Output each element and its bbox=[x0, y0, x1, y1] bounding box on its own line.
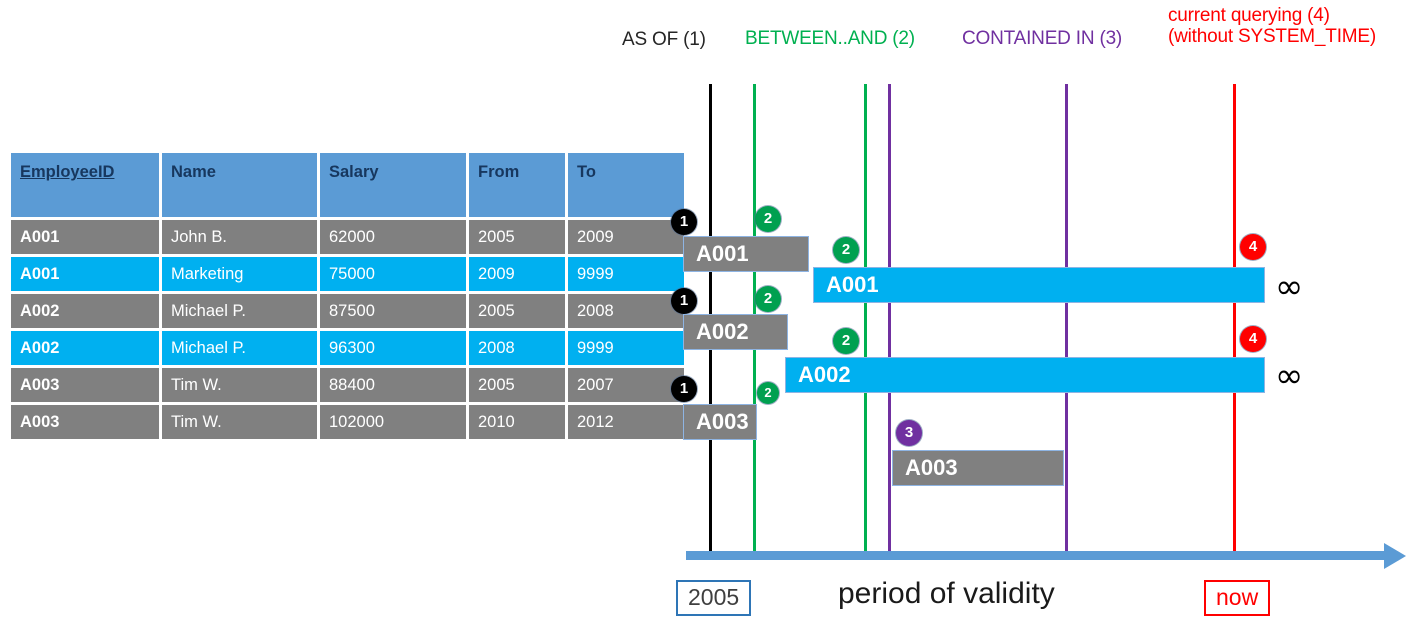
marker-2-a001-current: 2 bbox=[833, 237, 859, 263]
table-row: A001 John B. 62000 2005 2009 bbox=[11, 220, 684, 254]
table-row: A001 Marketing 75000 2009 9999 bbox=[11, 257, 684, 291]
query-line-contained-start bbox=[888, 84, 891, 557]
legend-as-of: AS OF (1) bbox=[622, 29, 706, 50]
cell-employeeid: A003 bbox=[11, 405, 159, 439]
column-header-employeeid: EmployeeID bbox=[11, 153, 159, 217]
cell-name: Michael P. bbox=[162, 294, 317, 328]
cell-from: 2005 bbox=[469, 368, 565, 402]
legend-between-and: BETWEEN..AND (2) bbox=[745, 28, 915, 49]
marker-1-a003: 1 bbox=[671, 376, 697, 402]
query-line-contained-end bbox=[1065, 84, 1068, 557]
marker-2-a002-current: 2 bbox=[833, 328, 859, 354]
timeline-bar-a001-current: A001 bbox=[813, 267, 1265, 303]
infinity-icon-a002: ∞ bbox=[1275, 356, 1304, 396]
cell-from: 2009 bbox=[469, 257, 565, 291]
cell-name: Marketing bbox=[162, 257, 317, 291]
cell-name: John B. bbox=[162, 220, 317, 254]
query-line-now bbox=[1233, 84, 1236, 557]
cell-to: 9999 bbox=[568, 257, 684, 291]
timeline-axis-arrow-icon bbox=[1384, 543, 1406, 569]
cell-name: Michael P. bbox=[162, 331, 317, 365]
cell-employeeid: A002 bbox=[11, 331, 159, 365]
cell-salary: 75000 bbox=[320, 257, 466, 291]
column-header-to: To bbox=[568, 153, 684, 217]
legend-current-querying: current querying (4) (without SYSTEM_TIM… bbox=[1168, 5, 1376, 48]
legend-contained-in: CONTAINED IN (3) bbox=[962, 28, 1123, 49]
cell-salary: 62000 bbox=[320, 220, 466, 254]
table-row: A002 Michael P. 87500 2005 2008 bbox=[11, 294, 684, 328]
marker-1-a001: 1 bbox=[671, 209, 697, 235]
axis-now-label: now bbox=[1204, 580, 1271, 617]
infinity-icon-a001: ∞ bbox=[1275, 267, 1304, 307]
query-line-between-end bbox=[864, 84, 867, 557]
timeline-bar-a003-historic-1: A003 bbox=[683, 404, 757, 440]
cell-salary: 102000 bbox=[320, 405, 466, 439]
timeline-bar-a001-historic: A001 bbox=[683, 236, 809, 272]
cell-name: Tim W. bbox=[162, 405, 317, 439]
cell-salary: 88400 bbox=[320, 368, 466, 402]
table-row: A003 Tim W. 88400 2005 2007 bbox=[11, 368, 684, 402]
marker-3-a003: 3 bbox=[896, 420, 922, 446]
cell-to: 9999 bbox=[568, 331, 684, 365]
cell-employeeid: A001 bbox=[11, 257, 159, 291]
column-header-name: Name bbox=[162, 153, 317, 217]
table-row: A002 Michael P. 96300 2008 9999 bbox=[11, 331, 684, 365]
column-header-from: From bbox=[469, 153, 565, 217]
marker-2-a003-start: 2 bbox=[757, 382, 779, 404]
cell-name: Tim W. bbox=[162, 368, 317, 402]
cell-from: 2010 bbox=[469, 405, 565, 439]
employee-history-table: EmployeeID Name Salary From To A001 John… bbox=[8, 150, 687, 442]
cell-employeeid: A003 bbox=[11, 368, 159, 402]
marker-2-a002-start: 2 bbox=[755, 286, 781, 312]
cell-employeeid: A001 bbox=[11, 220, 159, 254]
legend-current-line2: (without SYSTEM_TIME) bbox=[1168, 26, 1377, 48]
legend-current-line1: current querying (4) bbox=[1168, 5, 1330, 26]
marker-4-a001: 4 bbox=[1240, 234, 1266, 260]
cell-employeeid: A002 bbox=[11, 294, 159, 328]
timeline-bar-a002-historic: A002 bbox=[683, 314, 788, 350]
cell-from: 2005 bbox=[469, 294, 565, 328]
axis-start-label: 2005 bbox=[676, 580, 752, 617]
table-header-row: EmployeeID Name Salary From To bbox=[11, 153, 684, 217]
timeline-bar-a002-current: A002 bbox=[785, 357, 1265, 393]
cell-salary: 87500 bbox=[320, 294, 466, 328]
cell-from: 2005 bbox=[469, 220, 565, 254]
marker-1-a002: 1 bbox=[671, 288, 697, 314]
timeline-axis bbox=[686, 551, 1386, 560]
cell-salary: 96300 bbox=[320, 331, 466, 365]
cell-from: 2008 bbox=[469, 331, 565, 365]
column-header-salary: Salary bbox=[320, 153, 466, 217]
cell-to: 2007 bbox=[568, 368, 684, 402]
table-row: A003 Tim W. 102000 2010 2012 bbox=[11, 405, 684, 439]
marker-2-a001-start: 2 bbox=[755, 206, 781, 232]
cell-to: 2009 bbox=[568, 220, 684, 254]
cell-to: 2012 bbox=[568, 405, 684, 439]
timeline-bar-a003-historic-2: A003 bbox=[892, 450, 1064, 486]
axis-title: period of validity bbox=[838, 577, 1055, 610]
cell-to: 2008 bbox=[568, 294, 684, 328]
marker-4-a002: 4 bbox=[1240, 326, 1266, 352]
